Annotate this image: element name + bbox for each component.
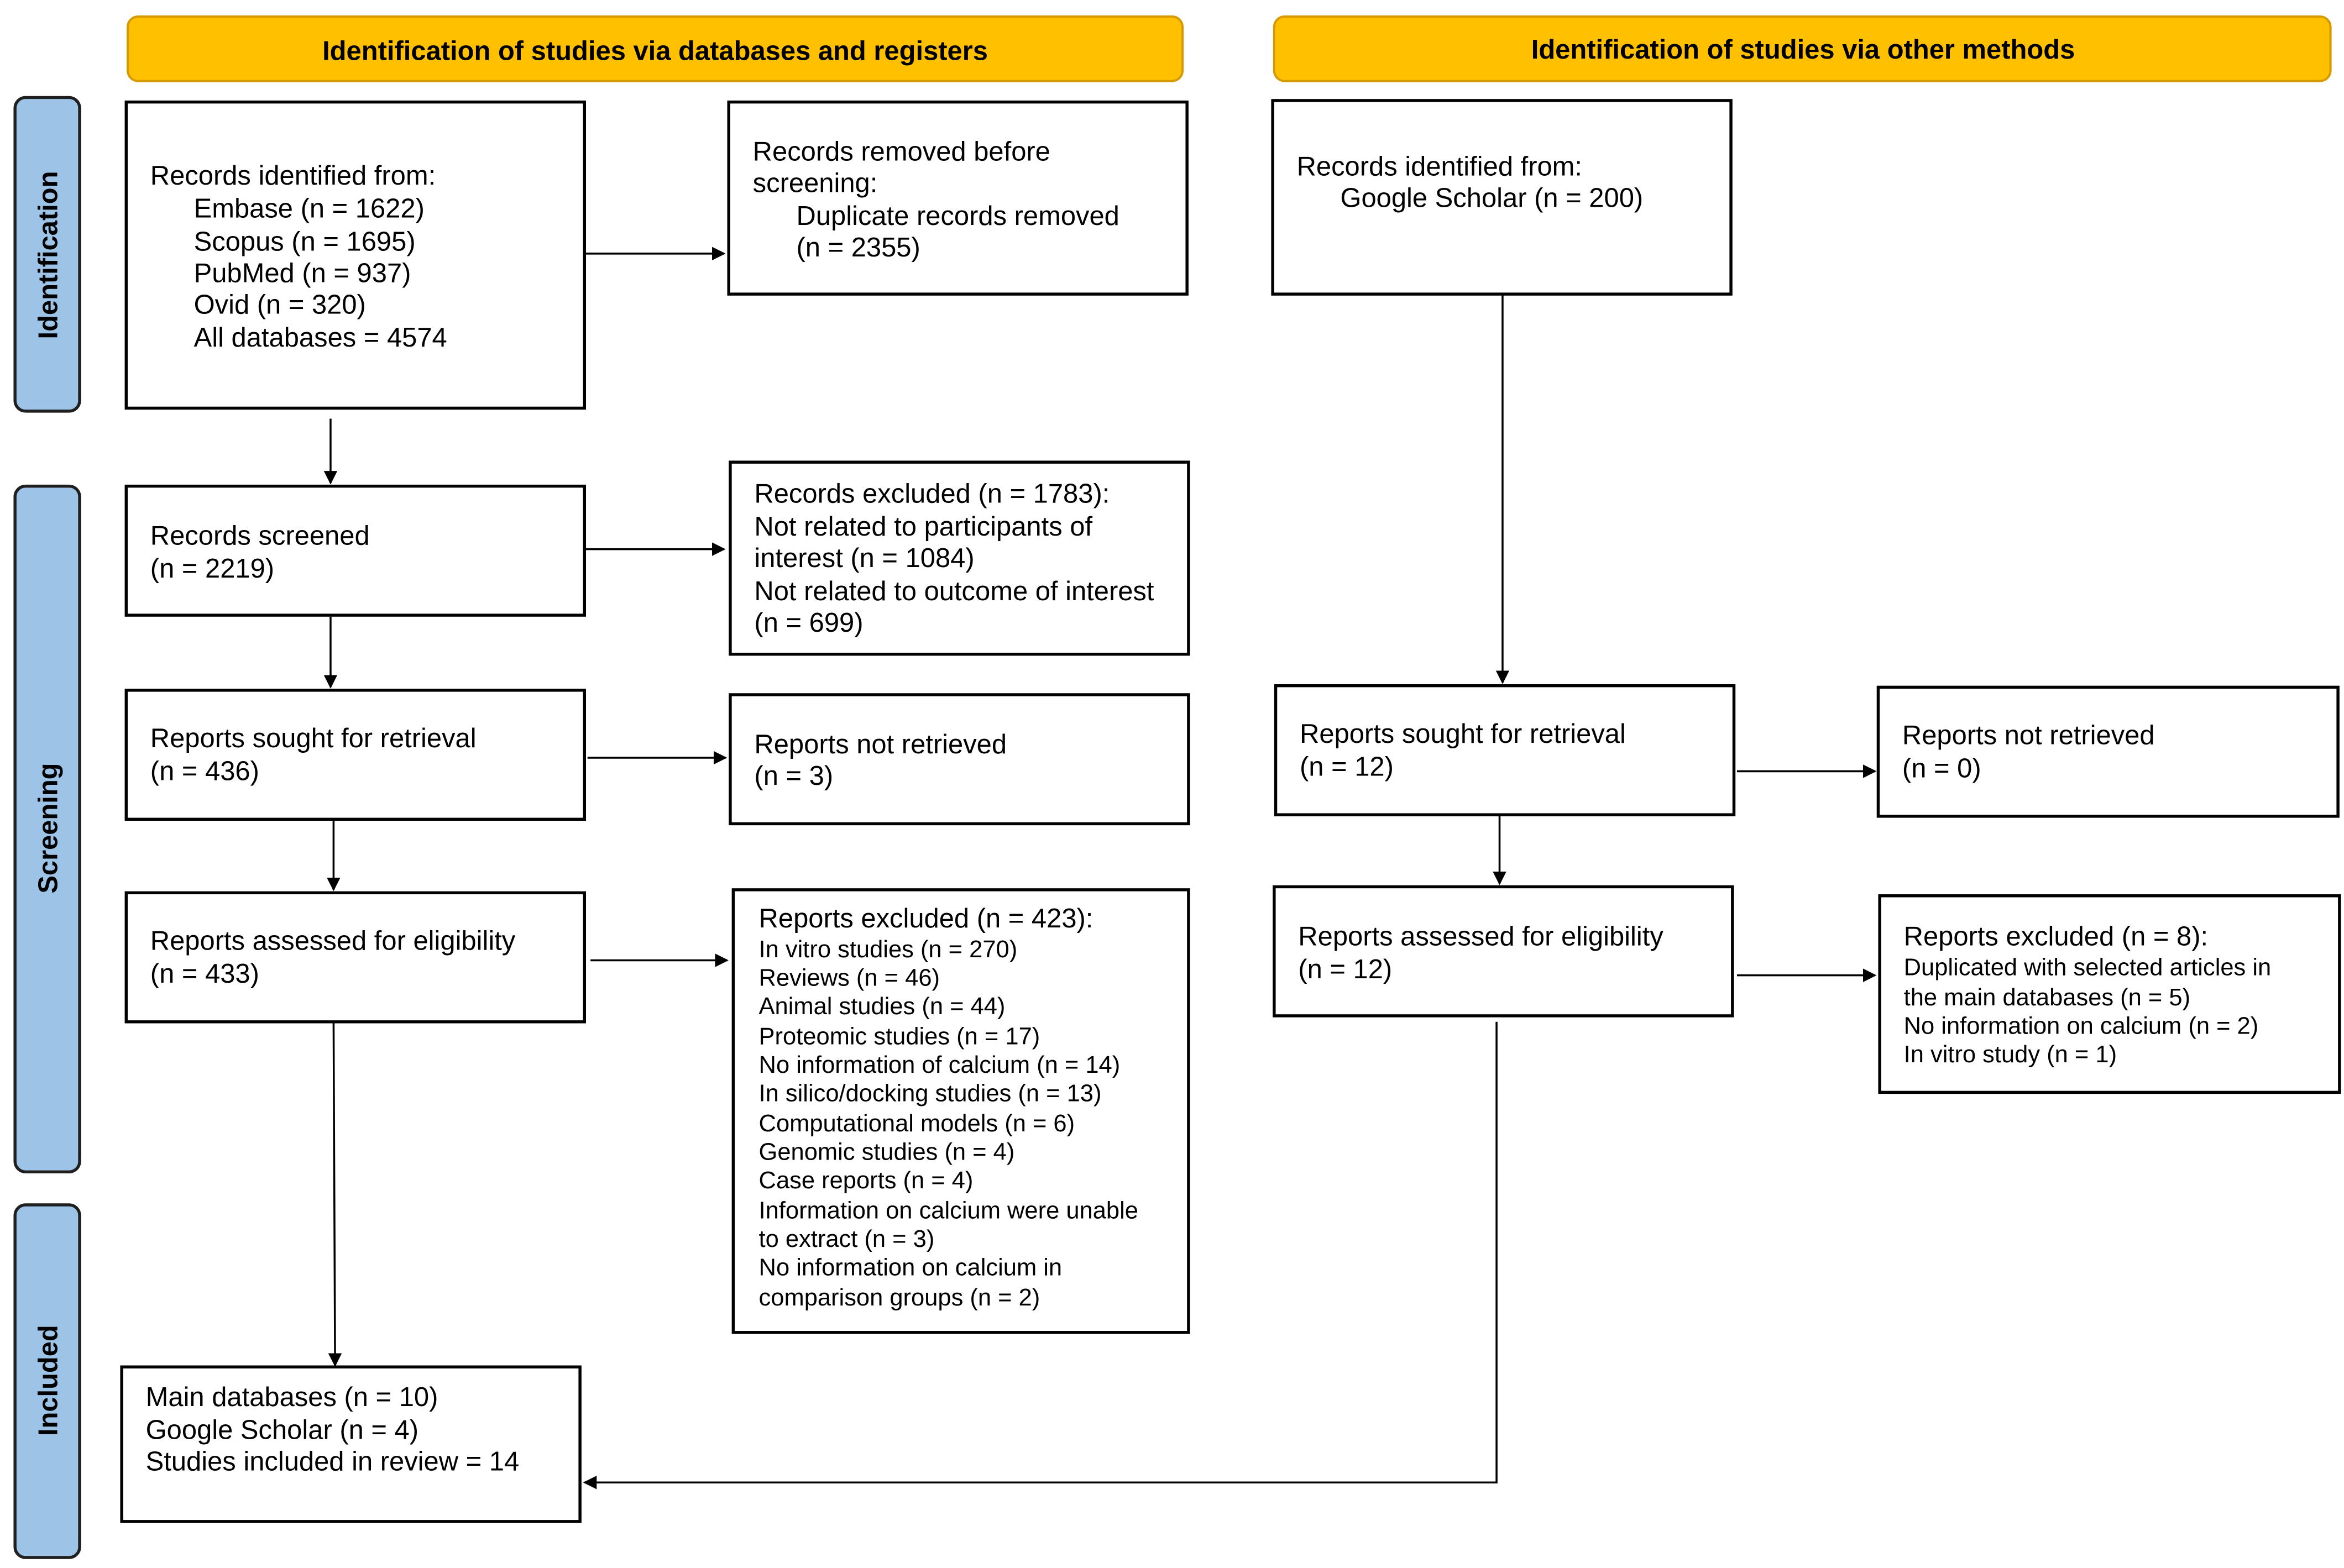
other-reports-sought-text: Reports sought for retrieval (n = 12) [1300, 719, 1633, 782]
phase-identification-label: Identification [33, 171, 63, 339]
header-other-methods: Identification of studies via other meth… [1273, 15, 2332, 82]
header-other-methods-label: Identification of studies via other meth… [1531, 35, 2075, 65]
arrow-other-assessed-to-included [583, 1021, 1498, 1490]
phase-identification: Identification [13, 96, 81, 413]
records-removed-text: Records removed before screening: Duplic… [753, 137, 1127, 263]
box-other-reports-excluded: Reports excluded (n = 8): Duplicated wit… [1878, 894, 2341, 1094]
box-records-identified: Records identified from: Embase (n = 162… [124, 100, 586, 410]
box-records-removed: Records removed before screening: Duplic… [727, 100, 1189, 296]
records-excluded-text: Records excluded (n = 1783): Not related… [754, 479, 1161, 637]
records-screened-text: Records screened (n = 2219) [150, 521, 377, 584]
arrow-assessed-to-included [328, 1021, 342, 1367]
box-reports-sought: Reports sought for retrieval (n = 436) [124, 689, 586, 821]
box-other-reports-assessed: Reports assessed for eligibility (n = 12… [1273, 885, 1734, 1018]
phase-included-label: Included [33, 1325, 63, 1436]
records-identified-text: Records identified from: Embase (n = 162… [150, 161, 447, 353]
other-reports-excluded-title: Reports excluded (n = 8): [1904, 921, 2208, 951]
other-records-identified-text: Records identified from: Google Scholar … [1297, 152, 1644, 213]
box-reports-not-retrieved: Reports not retrieved (n = 3) [729, 693, 1190, 826]
box-other-reports-sought: Reports sought for retrieval (n = 12) [1274, 684, 1736, 816]
box-reports-assessed: Reports assessed for eligibility (n = 43… [124, 891, 586, 1024]
other-reports-assessed-text: Reports assessed for eligibility (n = 12… [1298, 921, 1671, 984]
studies-included-text: Main databases (n = 10) Google Scholar (… [146, 1382, 520, 1477]
phase-included: Included [13, 1203, 81, 1559]
box-records-screened: Records screened (n = 2219) [124, 484, 586, 617]
box-reports-excluded: Reports excluded (n = 423): In vitro stu… [731, 888, 1190, 1334]
box-other-reports-not-retrieved: Reports not retrieved (n = 0) [1876, 685, 2340, 818]
header-databases: Identification of studies via databases … [126, 15, 1184, 82]
other-reports-not-retrieved-text: Reports not retrieved (n = 0) [1902, 721, 2162, 784]
phase-screening: Screening [13, 484, 81, 1173]
reports-sought-text: Reports sought for retrieval (n = 436) [150, 723, 484, 786]
box-studies-included: Main databases (n = 10) Google Scholar (… [120, 1365, 582, 1523]
box-records-excluded: Records excluded (n = 1783): Not related… [729, 460, 1190, 656]
reports-excluded-title: Reports excluded (n = 423): [759, 904, 1093, 934]
header-databases-label: Identification of studies via databases … [322, 36, 988, 66]
box-other-records-identified: Records identified from: Google Scholar … [1271, 99, 1733, 296]
phase-screening-label: Screening [33, 763, 63, 893]
reports-assessed-text: Reports assessed for eligibility (n = 43… [150, 926, 523, 989]
connectors [323, 247, 1877, 1490]
reports-not-retrieved-text: Reports not retrieved (n = 3) [754, 730, 1014, 791]
other-reports-excluded-reasons: Duplicated with selected articles in the… [1904, 955, 2278, 1068]
reports-excluded-reasons: In vitro studies (n = 270) Reviews (n = … [759, 936, 1145, 1311]
